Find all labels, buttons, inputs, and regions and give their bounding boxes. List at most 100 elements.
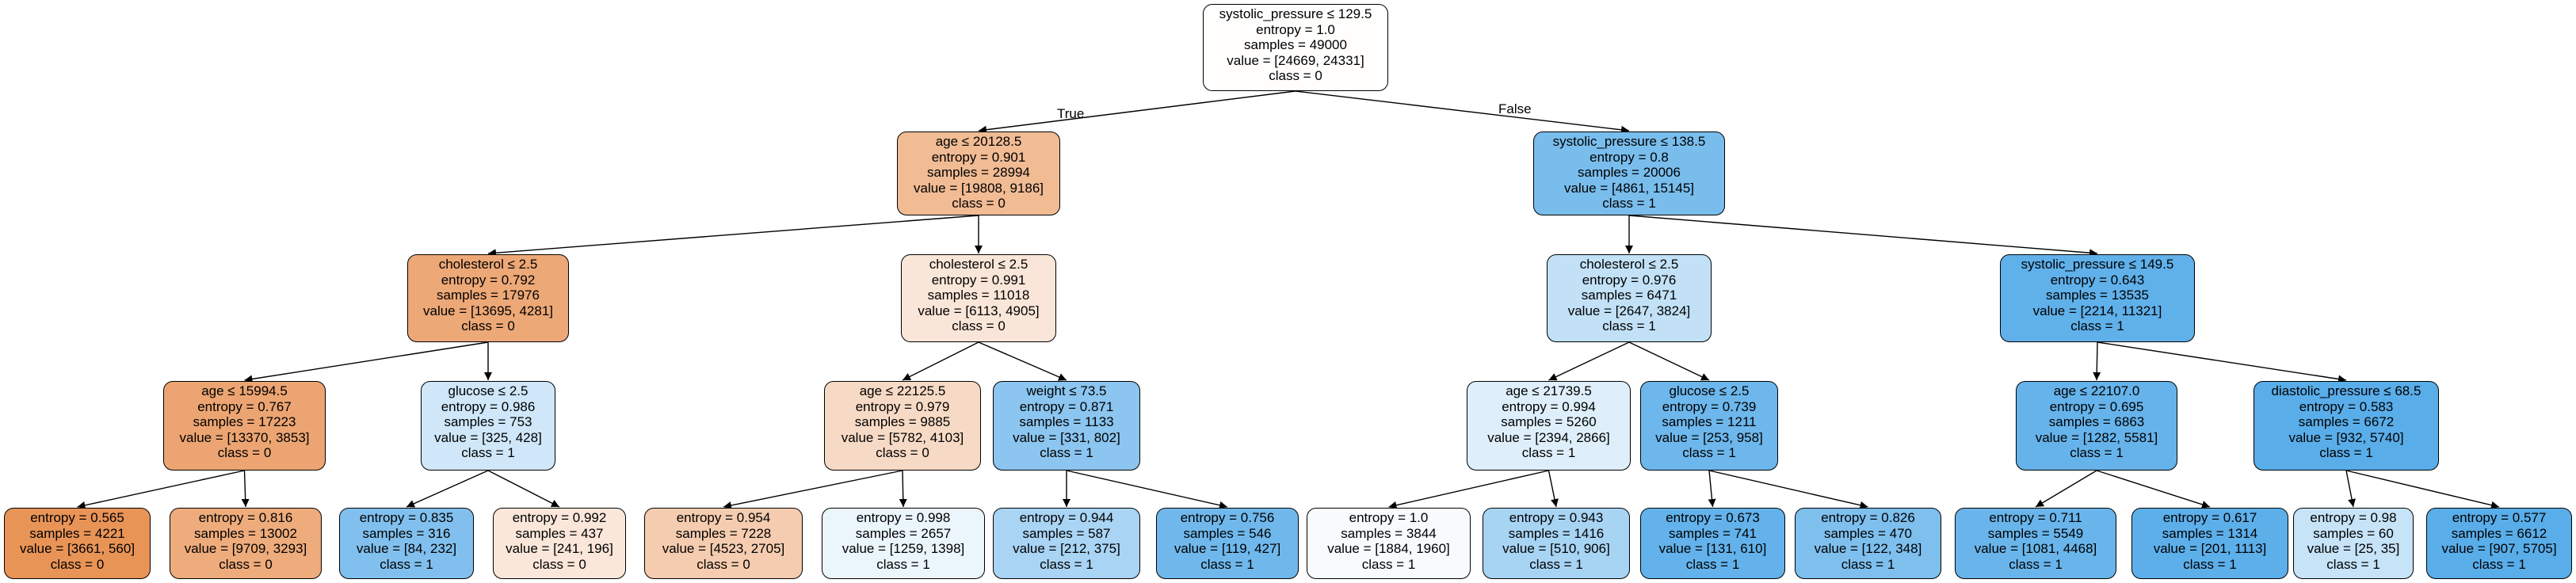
node-text-line: class = 1 <box>1841 556 1895 572</box>
node-text-line: entropy = 1.0 <box>1256 21 1335 37</box>
node-text-line: value = [84, 232] <box>356 541 457 557</box>
node-text-line: entropy = 0.871 <box>1019 398 1114 414</box>
node-text-line: entropy = 0.835 <box>359 510 454 525</box>
node-text-line: samples = 5549 <box>1987 525 2084 541</box>
node-text-line: samples = 4221 <box>29 525 125 541</box>
node-text-line: value = [122, 348] <box>1814 541 1922 557</box>
tree-edge-n12-n26 <box>1708 470 1868 509</box>
node-text-line: class = 1 <box>380 556 433 572</box>
tree-edge-n7-n16 <box>241 470 250 508</box>
node-text-line: value = [907, 5705] <box>2441 541 2557 557</box>
edge-label-true: True <box>1057 106 1085 121</box>
tree-edge-n14-n30 <box>2345 470 2500 509</box>
node-text-line: class = 1 <box>1685 556 1740 572</box>
node-text-line: entropy = 0.992 <box>512 510 607 525</box>
node-text-line: value = [510, 906] <box>1502 541 1610 557</box>
node-text-line: entropy = 0.673 <box>1666 510 1760 525</box>
node-text-line: samples = 7228 <box>675 525 772 541</box>
node-text-line: entropy = 0.756 <box>1180 510 1275 525</box>
node-text-line: samples = 437 <box>515 525 604 541</box>
node-text-line: samples = 60 <box>2313 525 2394 541</box>
node-text-line: value = [5782, 4103] <box>841 429 964 445</box>
node-text-line: class = 0 <box>50 556 105 572</box>
tree-edge-n1-n3 <box>487 215 979 257</box>
node-text-line: glucose ≤ 2.5 <box>1669 383 1750 398</box>
node-text-line: class = 1 <box>2183 556 2237 572</box>
node-text-line: samples = 17223 <box>193 414 296 430</box>
node-text-line: class = 1 <box>2070 318 2124 334</box>
node-text-line: class = 1 <box>1602 318 1656 334</box>
node-text-line: samples = 9885 <box>854 414 951 430</box>
tree-edge-n11-n23 <box>1388 470 1549 509</box>
node-text-line: samples = 6471 <box>1581 288 1677 303</box>
node-text-line: systolic_pressure ≤ 129.5 <box>1219 6 1372 21</box>
node-text-line: entropy = 0.98 <box>2310 510 2397 525</box>
node-text-line: samples = 13535 <box>2046 288 2149 303</box>
node-text-line: systolic_pressure ≤ 138.5 <box>1552 134 1706 149</box>
node-text-line: samples = 1133 <box>1019 414 1114 430</box>
node-text-line: systolic_pressure ≤ 149.5 <box>2021 257 2174 272</box>
node-text-line: samples = 1211 <box>1662 414 1757 430</box>
node-text-line: value = [212, 375] <box>1013 541 1120 557</box>
node-text-line: samples = 6672 <box>2298 414 2395 430</box>
node-text-line: samples = 6612 <box>2451 525 2547 541</box>
node-text-line: entropy = 0.944 <box>1019 510 1114 525</box>
node-text-line: value = [2647, 3824] <box>1567 303 1691 318</box>
node-text-line: samples = 1416 <box>1508 525 1605 541</box>
node-text-line: class = 1 <box>2326 556 2380 572</box>
node-text-line: samples = 470 <box>1823 525 1913 541</box>
node-text-line: entropy = 0.991 <box>931 272 1026 288</box>
node-text-line: entropy = 0.816 <box>198 510 293 525</box>
tree-edge-n0-n1 <box>978 90 1296 134</box>
node-text-line: samples = 741 <box>1668 525 1757 541</box>
node-text-line: value = [2214, 11321] <box>2032 303 2162 318</box>
node-text-line: entropy = 0.577 <box>2452 510 2547 525</box>
node-text-line: value = [25, 35] <box>2307 541 2400 557</box>
tree-edge-n14-n29 <box>2345 470 2356 508</box>
node-text-line: samples = 3844 <box>1341 525 1437 541</box>
node-text-line: entropy = 0.643 <box>2050 272 2145 288</box>
node-text-line: weight ≤ 73.5 <box>1026 383 1107 398</box>
node-text-line: samples = 2657 <box>855 525 952 541</box>
node-text-line: value = [9709, 3293] <box>184 541 307 557</box>
node-text-line: samples = 20006 <box>1578 165 1681 181</box>
node-text-line: entropy = 0.711 <box>1989 510 2082 525</box>
node-text-line: class = 0 <box>952 196 1006 211</box>
node-text-line: age ≤ 21739.5 <box>1506 383 1592 398</box>
node-text-line: class = 1 <box>1200 556 1254 572</box>
node-text-line: value = [253, 958] <box>1655 429 1763 445</box>
node-text-line: class = 1 <box>461 445 515 461</box>
tree-edge-n4-n10 <box>978 341 1067 381</box>
node-text-line: value = [3661, 560] <box>19 541 135 557</box>
node-text-line: diastolic_pressure ≤ 68.5 <box>2271 383 2421 398</box>
node-text-line: value = [4861, 15145] <box>1564 180 1694 196</box>
node-text-line: class = 1 <box>1361 556 1416 572</box>
node-text-line: entropy = 0.583 <box>2299 398 2394 414</box>
node-text-line: class = 1 <box>876 556 930 572</box>
node-text-line: class = 0 <box>461 318 515 334</box>
node-text-line: samples = 13002 <box>194 525 297 541</box>
node-text-line: class = 1 <box>1040 445 1093 461</box>
node-text-line: value = [13370, 3853] <box>179 429 310 445</box>
node-text-line: value = [1884, 1960] <box>1327 541 1450 557</box>
tree-edge-n11-n24 <box>1548 470 1559 508</box>
node-text-line: value = [932, 5740] <box>2288 429 2404 445</box>
node-text-line: class = 1 <box>1521 445 1576 461</box>
node-text-line: samples = 316 <box>362 525 451 541</box>
